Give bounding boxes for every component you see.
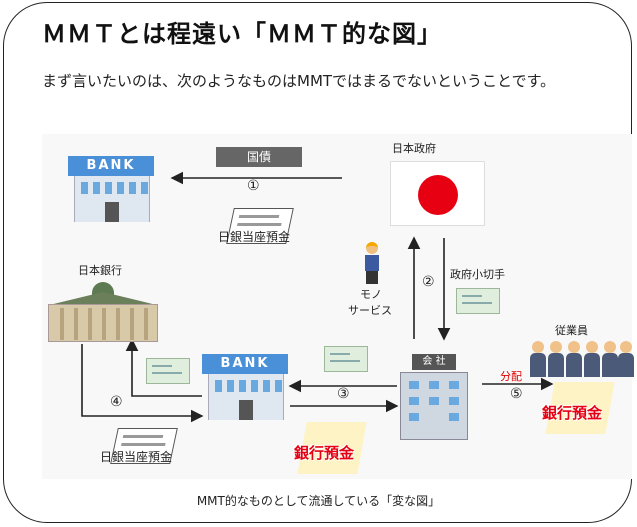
step-2: ② (422, 274, 435, 290)
bank-deposit-right-label: 銀行預金 (542, 404, 603, 422)
step-3: ③ (337, 386, 350, 402)
distribution-label: 分配 (500, 370, 522, 383)
japan-flag-icon (390, 161, 485, 226)
bank-sign: BANK (68, 156, 154, 176)
arrow-bank-to-boj (125, 338, 202, 397)
bank-sign-lower: BANK (202, 354, 288, 374)
bank-building-lower (208, 374, 284, 420)
bank-deposit-right: 銀行預金 (542, 382, 622, 438)
step-5: ⑤ (510, 386, 523, 402)
flow-arrows (81, 171, 554, 423)
figure-caption: MMT的なものとして流通している「変な図」 (196, 494, 441, 508)
bank-deposit-center: 銀行預金 (294, 422, 367, 478)
government-label: 日本政府 (392, 142, 436, 155)
step-4: ④ (110, 394, 123, 410)
boj-account-label-bottom: 日銀当座預金 (100, 450, 173, 464)
check-icon-center (324, 346, 368, 372)
gov-check-label: 政府小切手 (450, 268, 505, 281)
gov-check-icon (456, 288, 500, 314)
bank-building (74, 176, 150, 222)
page-subtitle: まず言いたいのは、次のようなものはMMTではまるでないということです。 (42, 72, 556, 90)
company-sign: 会 社 (412, 354, 456, 370)
page-title: ＭＭＴとは程遠い「ＭＭＴ的な図」 (42, 20, 442, 48)
employees-label: 従業員 (555, 324, 588, 337)
gov-bond-label: 国債 (216, 147, 302, 167)
services-label: サービス (348, 304, 392, 317)
step-1: ① (247, 178, 260, 194)
employees-group-icon (530, 341, 634, 377)
check-icon-left (146, 358, 190, 384)
boj-building-icon (44, 282, 162, 342)
boj-label: 日本銀行 (78, 264, 122, 277)
mmt-diagram: BANK 国債 ① 日本政府 日銀当座預金 日本銀行 モノ サービス ② 政府小… (42, 134, 634, 479)
bank-deposit-center-label: 銀行預金 (294, 444, 355, 462)
goods-label: モノ (360, 288, 382, 301)
arrow-boj-to-bank (81, 344, 204, 423)
boj-account-label-top: 日銀当座預金 (218, 230, 291, 244)
company-building: 会 社 (398, 354, 470, 440)
worker-icon (360, 242, 384, 284)
